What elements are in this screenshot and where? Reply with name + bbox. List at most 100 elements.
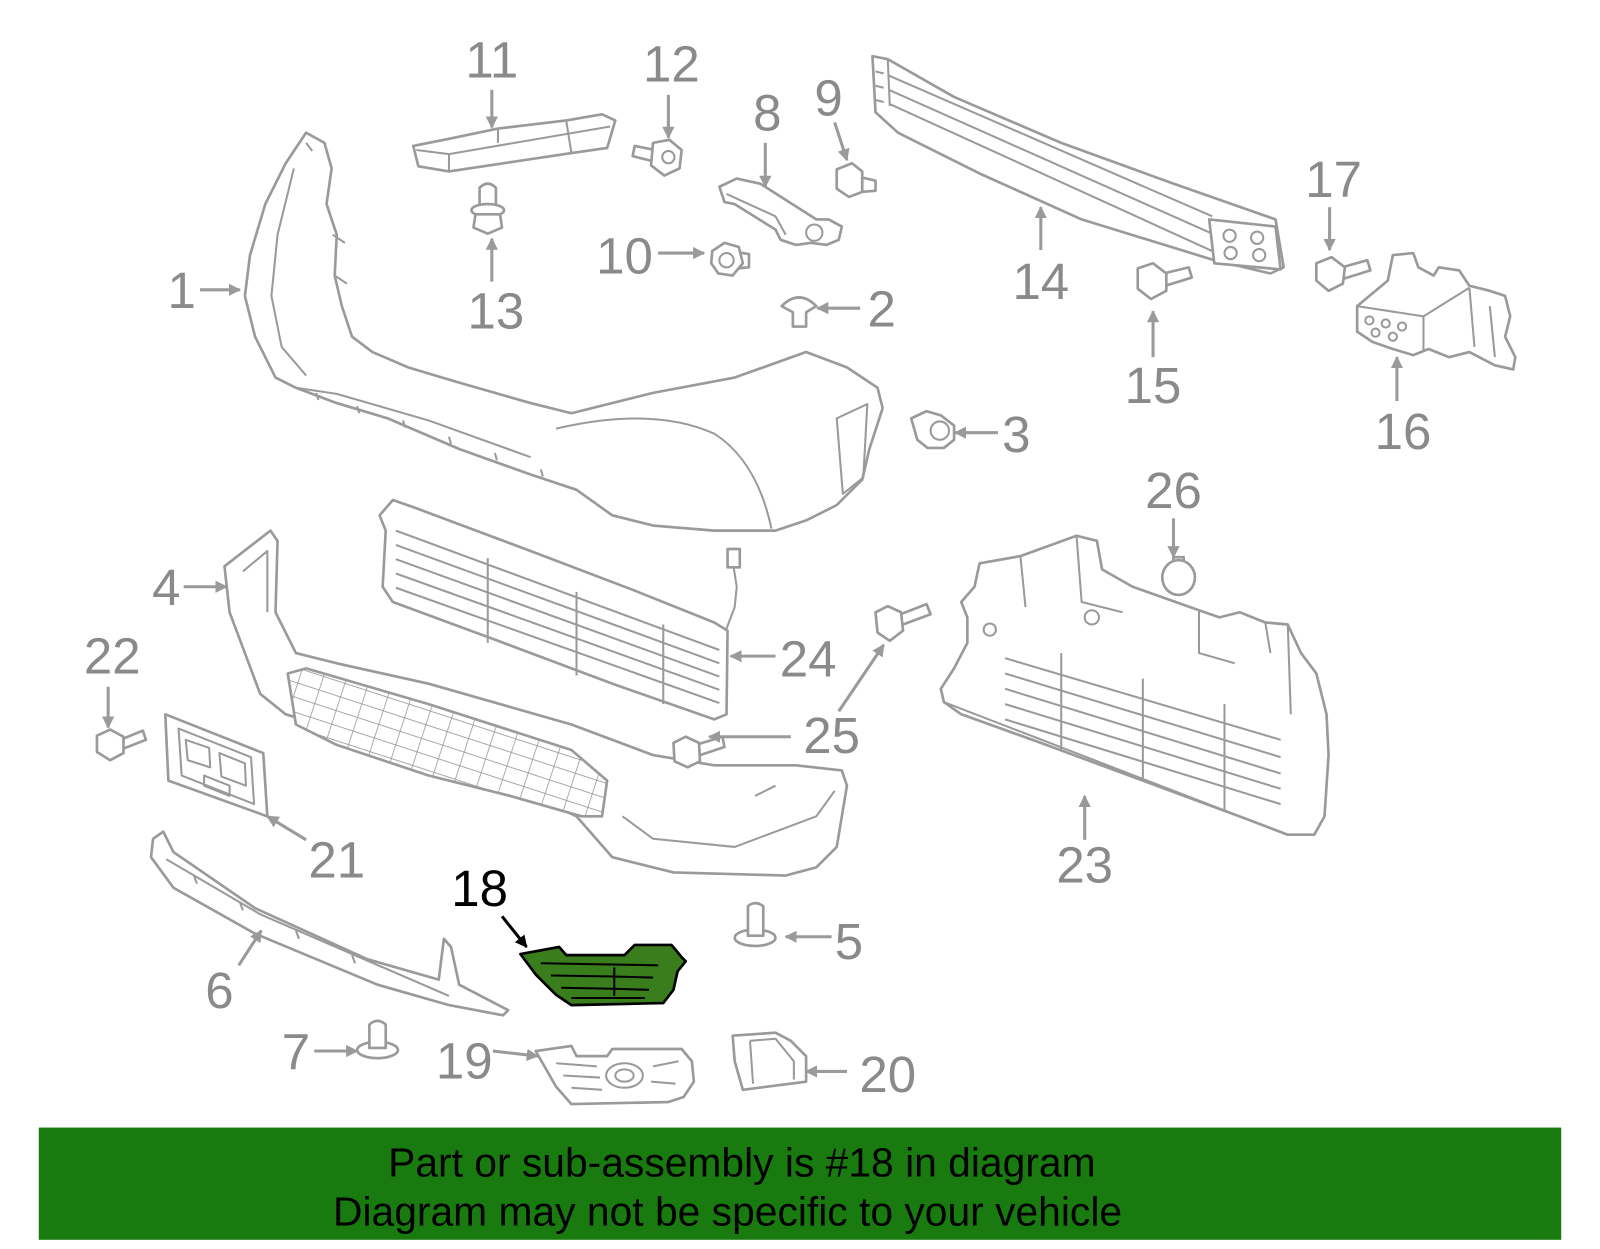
part-4-grille-mesh [286, 667, 609, 818]
info-banner-background [38, 1127, 1562, 1240]
callout-8: 8 [753, 85, 782, 188]
part-8-drawing [718, 177, 844, 247]
callout-22: 22 [84, 627, 141, 729]
callout-label-11: 11 [465, 32, 518, 89]
callout-label-18: 18 [451, 860, 508, 917]
part-21-drawing [163, 712, 269, 818]
callout-label-19: 19 [436, 1033, 493, 1090]
part-1-drawing [243, 131, 884, 532]
callout-12: 12 [643, 36, 700, 139]
part-26-head [1160, 558, 1197, 597]
callout-label-3: 3 [1002, 406, 1030, 463]
part-16-hole [1387, 331, 1398, 342]
callout-24: 24 [729, 631, 837, 688]
part-16-detail [1356, 286, 1496, 358]
callout-label-15: 15 [1125, 357, 1182, 414]
part-23-slats [1004, 653, 1281, 812]
part-1-detail [270, 142, 869, 529]
part-20-detail [748, 1037, 795, 1084]
callout-label-22: 22 [84, 627, 141, 684]
part-16-hole [1380, 318, 1391, 329]
callout-7: 7 [282, 1023, 359, 1080]
callout-label-14: 14 [1012, 253, 1069, 310]
callout-13: 13 [468, 237, 525, 340]
part-19-detail [556, 1060, 679, 1091]
callout-arrow-19 [492, 1048, 539, 1061]
part-24-outline [378, 498, 729, 721]
part-12-drawing [631, 138, 683, 177]
part-9-stem [860, 176, 877, 194]
callout-5: 5 [784, 913, 863, 970]
part-13-head [472, 212, 504, 236]
part-7-drawing [355, 1019, 400, 1060]
part-14-hole [1223, 245, 1238, 261]
callout-label-4: 4 [152, 559, 180, 616]
callout-14: 14 [1012, 205, 1069, 310]
callout-17: 17 [1305, 151, 1362, 252]
part-17-shank [1340, 258, 1372, 280]
part-4-detail [242, 550, 836, 848]
part-20-drawing [731, 1031, 808, 1092]
part-16-outline [1355, 251, 1517, 371]
callout-arrow-9 [833, 121, 850, 162]
callout-label-9: 9 [814, 69, 842, 126]
part-10-head [709, 241, 745, 277]
callout-20: 20 [804, 1046, 916, 1103]
part-24-wire [725, 567, 738, 629]
part-18-drawing-highlighted [519, 943, 688, 1007]
part-23-outline [939, 534, 1330, 837]
part-13-drawing [470, 182, 506, 236]
part-15-head [1136, 261, 1168, 301]
callout-15: 15 [1125, 310, 1182, 414]
part-17-head [1315, 255, 1347, 293]
callout-arrow-6 [237, 929, 263, 967]
part-24-drawing [378, 498, 742, 721]
callout-label-23: 23 [1056, 837, 1113, 894]
part-6-drawing [149, 830, 510, 1017]
part-21-inner-frame [177, 727, 256, 806]
info-banner-line-1: Part or sub-assembly is #18 in diagram [388, 1140, 1095, 1186]
part-14-detail [875, 59, 1213, 252]
part-17-drawing [1315, 255, 1372, 293]
callout-label-6: 6 [205, 962, 233, 1019]
callout-label-20: 20 [859, 1046, 916, 1103]
callout-label-25: 25 [803, 707, 860, 764]
part-14-end-plate [1207, 218, 1282, 271]
part-8-detail [805, 223, 824, 242]
callout-6: 6 [205, 929, 263, 1019]
callout-label-7: 7 [282, 1023, 310, 1080]
callout-26: 26 [1145, 462, 1202, 559]
part-22-drawing [95, 728, 148, 762]
part-4-drawing [223, 529, 849, 877]
callout-21: 21 [266, 815, 365, 889]
part-6-outline [149, 830, 510, 1017]
callout-18-highlighted: 18 [451, 860, 528, 948]
part-25-head [672, 735, 702, 769]
part-23-detail [943, 535, 1292, 818]
part-14-hole [1250, 230, 1265, 245]
part-25-head [874, 604, 905, 643]
part-14-hole [1252, 247, 1267, 263]
part-19-drawing [534, 1044, 696, 1106]
part-18-detail [540, 962, 659, 999]
part-22-head [95, 728, 125, 762]
part-6-detail [165, 858, 450, 997]
callout-16: 16 [1375, 355, 1431, 460]
part-25-drawing-upper [874, 602, 932, 643]
part-24-connector [726, 547, 742, 569]
part-2-drawing [780, 296, 818, 328]
part-10-drawing [709, 241, 751, 277]
callout-10: 10 [596, 227, 706, 284]
callout-label-13: 13 [468, 283, 525, 340]
callout-19: 19 [436, 1033, 539, 1090]
part-16-drawing [1355, 251, 1517, 371]
part-9-head [835, 161, 864, 199]
part-20-outline [731, 1031, 808, 1092]
callout-arrow-21 [266, 815, 307, 842]
part-1-outline [243, 131, 884, 532]
part-3-detail [929, 420, 950, 441]
part-19-lamp [605, 1062, 644, 1089]
part-15-drawing [1136, 261, 1194, 301]
part-26-drawing [1160, 555, 1197, 597]
part-12-detail [661, 150, 676, 165]
